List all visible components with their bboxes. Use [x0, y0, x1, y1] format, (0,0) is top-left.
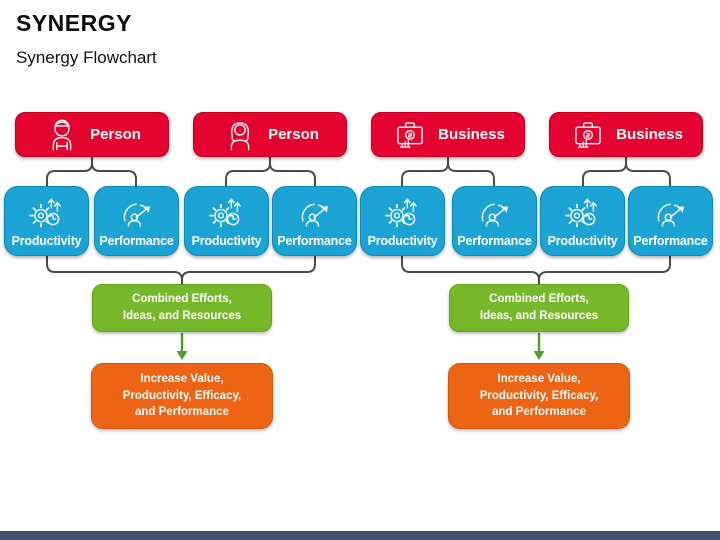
metric-box-label: Productivity [367, 234, 438, 248]
source-box-label: Business [438, 126, 505, 143]
performance-icon [118, 194, 156, 232]
increase-value-box: Increase Value, Productivity, Efficacy, … [448, 363, 630, 429]
source-box-label: Business [616, 126, 683, 143]
slide-subtitle: Synergy Flowchart [16, 48, 157, 67]
performance-icon [652, 194, 690, 232]
combined-efforts-text: Combined Efforts, Ideas, and Resources [479, 293, 599, 322]
metric-box-performance: Performance [628, 186, 713, 256]
metric-box-label: Performance [633, 234, 708, 248]
combined-efforts-box: Combined Efforts, Ideas, and Resources [449, 284, 629, 332]
increase-value-box: Increase Value, Productivity, Efficacy, … [91, 363, 273, 429]
metric-box-label: Productivity [547, 234, 618, 248]
metric-box-label: Performance [457, 234, 532, 248]
increase-value-text: Increase Value, Productivity, Efficacy, … [479, 372, 599, 419]
metric-box-label: Performance [277, 234, 352, 248]
metric-box-label: Productivity [11, 234, 82, 248]
increase-value-text: Increase Value, Productivity, Efficacy, … [122, 372, 242, 419]
combined-efforts-text: Combined Efforts, Ideas, and Resources [122, 293, 242, 322]
productivity-icon [564, 194, 602, 232]
woman-icon [221, 116, 259, 154]
metric-box-performance: Performance [94, 186, 179, 256]
metric-box-productivity: Productivity [360, 186, 445, 256]
metric-box-productivity: Productivity [540, 186, 625, 256]
source-box-label: Person [268, 126, 319, 143]
metric-box-productivity: Productivity [184, 186, 269, 256]
briefcase-icon [391, 116, 429, 154]
performance-icon [296, 194, 334, 232]
footer-bar [0, 531, 720, 540]
productivity-icon [208, 194, 246, 232]
metric-box-performance: Performance [452, 186, 537, 256]
combined-efforts-box: Combined Efforts, Ideas, and Resources [92, 284, 272, 332]
metric-box-label: Performance [99, 234, 174, 248]
man-icon [43, 116, 81, 154]
source-box-person-1: Person [15, 112, 169, 157]
productivity-icon [28, 194, 66, 232]
metric-box-performance: Performance [272, 186, 357, 256]
performance-icon [476, 194, 514, 232]
source-box-label: Person [90, 126, 141, 143]
source-box-business-1: Business [371, 112, 525, 157]
source-box-person-2: Person [193, 112, 347, 157]
briefcase-icon [569, 116, 607, 154]
metric-box-productivity: Productivity [4, 186, 89, 256]
source-box-business-2: Business [549, 112, 703, 157]
metric-box-label: Productivity [191, 234, 262, 248]
slide-title: SYNERGY [16, 10, 132, 36]
productivity-icon [384, 194, 422, 232]
